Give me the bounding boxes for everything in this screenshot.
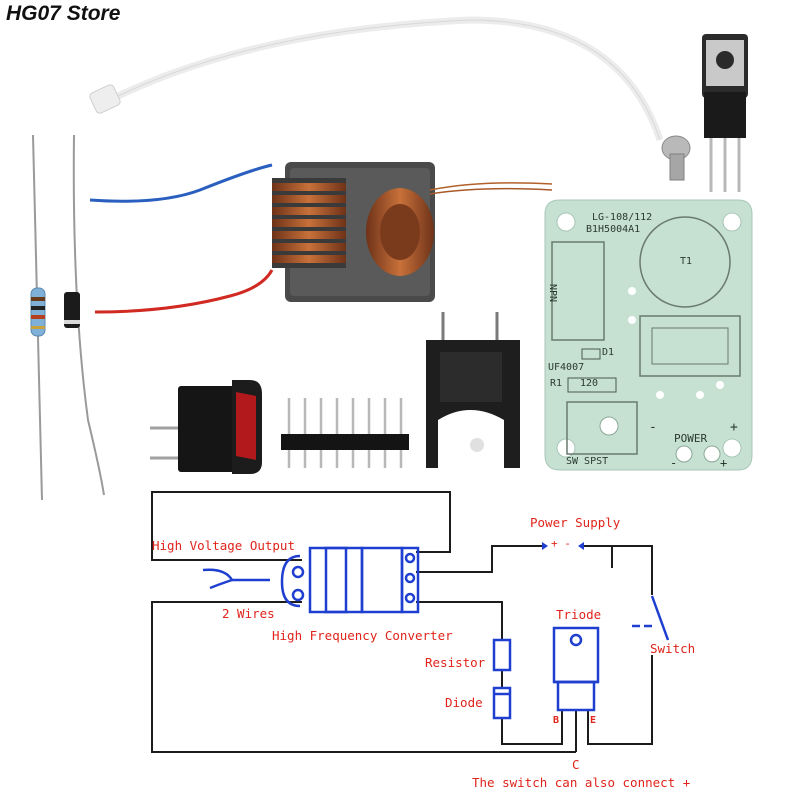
label-pin-b: B xyxy=(553,715,560,726)
pcb-board xyxy=(544,199,753,471)
pcb-switch-label: SW SPST xyxy=(566,456,609,467)
label-high-frequency-converter: High Frequency Converter xyxy=(272,628,453,643)
high-voltage-arc-icon xyxy=(202,568,270,590)
high-voltage-transformer xyxy=(89,162,553,314)
heatsink-component xyxy=(426,312,520,468)
polarity-arrows-icon xyxy=(542,542,584,550)
pcb-coil-label: T1 xyxy=(680,256,693,267)
diode-component xyxy=(64,134,105,496)
pcb-diode-part: UF4007 xyxy=(548,362,585,373)
label-high-voltage-output: High Voltage Output xyxy=(152,538,295,553)
label-polarity: + - xyxy=(551,537,571,550)
label-power-supply: Power Supply xyxy=(530,515,621,530)
label-pin-e: E xyxy=(590,715,597,726)
pcb-transistor-label: NPN xyxy=(547,284,558,303)
label-resistor: Resistor xyxy=(425,655,486,670)
label-two-wires: 2 Wires xyxy=(222,606,275,621)
pcb-minus-label-bottom: - xyxy=(670,456,678,470)
switch-symbol xyxy=(632,595,670,641)
converter-symbol xyxy=(280,546,420,614)
label-diode: Diode xyxy=(445,695,483,710)
pcb-resistor-ref: R1 xyxy=(550,378,563,389)
label-switch: Switch xyxy=(650,641,696,656)
label-switch-note: The switch can also connect + xyxy=(472,775,691,790)
mounting-screw xyxy=(661,135,691,181)
pcb-power-label: POWER xyxy=(674,432,708,445)
resistor-symbol xyxy=(492,638,512,672)
pcb-diode-ref: D1 xyxy=(602,347,615,358)
transistor-component xyxy=(702,34,748,192)
store-watermark: HG07 Store xyxy=(6,2,121,25)
pcb-plus-label: + xyxy=(730,420,738,435)
triode-symbol xyxy=(552,626,600,712)
label-pin-c: C xyxy=(572,757,580,772)
pin-header xyxy=(281,398,409,468)
pcb-resistor-value: 120 xyxy=(580,378,599,389)
pcb-model-label: LG-108/112 xyxy=(592,212,653,223)
schematic-wiring xyxy=(151,491,653,753)
resistor-component xyxy=(30,134,46,501)
label-triode: Triode xyxy=(556,607,602,622)
pcb-plus-label-bottom: + xyxy=(720,456,728,470)
cable-tie xyxy=(89,16,664,142)
pcb-minus-label: - xyxy=(649,420,657,435)
rocker-switch xyxy=(150,380,262,474)
diode-symbol xyxy=(492,686,512,720)
pcb-code-label: B1H5004A1 xyxy=(586,224,641,235)
